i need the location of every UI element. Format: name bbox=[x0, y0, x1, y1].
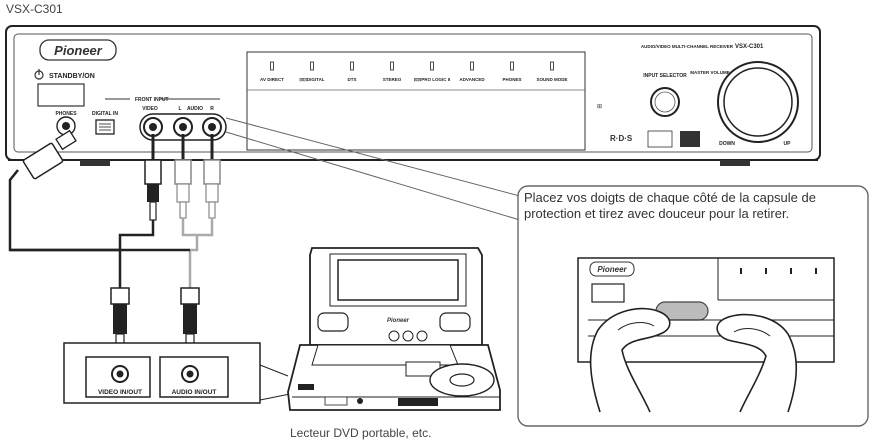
mode-button-indicator[interactable] bbox=[430, 61, 434, 71]
mode-button-label: AV DIRECT bbox=[260, 77, 284, 82]
audio-mini-plug bbox=[180, 287, 200, 356]
inset-brand: Pioneer bbox=[597, 265, 627, 274]
front-input-label: FRONT INPUT bbox=[135, 97, 169, 103]
mode-button-label: SOUND MODE bbox=[536, 77, 567, 82]
cables bbox=[8, 129, 221, 356]
mode-button-indicator[interactable] bbox=[550, 61, 554, 71]
model-label: VSX-C301 bbox=[6, 2, 63, 16]
volume-down-label: DOWN bbox=[719, 141, 735, 147]
dts-logo bbox=[680, 131, 700, 147]
master-volume-knob[interactable] bbox=[717, 61, 799, 143]
mode-button-indicator[interactable] bbox=[310, 61, 314, 71]
front-video-jack[interactable] bbox=[143, 117, 163, 137]
video-in-out-jack[interactable] bbox=[111, 365, 129, 383]
mode-button-indicator[interactable] bbox=[390, 61, 394, 71]
phones-jack[interactable] bbox=[56, 116, 76, 136]
audio-rca-plugs bbox=[174, 134, 221, 219]
digital-in-label: DIGITAL IN bbox=[92, 111, 118, 117]
rds-logo: R·D·S bbox=[610, 134, 633, 143]
video-in-out-label: VIDEO IN/OUT bbox=[98, 389, 142, 396]
pioneer-logo: Pioneer bbox=[39, 39, 117, 61]
display-panel bbox=[246, 51, 586, 151]
audio-r-label: R bbox=[210, 106, 214, 112]
mode-button-label: PHONES bbox=[502, 77, 521, 82]
standby-label: STANDBY/ON bbox=[49, 73, 95, 80]
left-hand bbox=[589, 307, 671, 413]
mode-buttons: AV DIRECT ⊡⊡DIGITAL DTS STEREO ⊡⊡PRO LOGIC I… bbox=[260, 61, 568, 82]
mode-button-label: ADVANCED bbox=[459, 77, 485, 82]
phones-label: PHONES bbox=[55, 111, 77, 117]
dvd-screen bbox=[337, 259, 459, 301]
model-title: AUDIO/VIDEO MULTI-CHANNEL RECEIVER bbox=[641, 44, 734, 49]
standby-button[interactable] bbox=[37, 83, 85, 107]
right-hand bbox=[716, 313, 798, 413]
master-volume-label: MASTER VOLUME bbox=[690, 70, 730, 75]
mode-button-indicator[interactable] bbox=[510, 61, 514, 71]
dolby-logo bbox=[647, 130, 673, 148]
callout-instruction: Placez vos doigts de chaque côté de la c… bbox=[524, 190, 816, 221]
audio-in-out-jack[interactable] bbox=[181, 365, 199, 383]
mode-button-label: STEREO bbox=[383, 77, 402, 82]
dvd-port-panel: VIDEO IN/OUT AUDIO IN/OUT bbox=[63, 342, 291, 404]
power-icon bbox=[34, 69, 44, 80]
diagram-caption: Lecteur DVD portable, etc. bbox=[290, 426, 432, 440]
front-audio-r-jack[interactable] bbox=[202, 117, 222, 137]
callout-box: Pioneer bbox=[517, 185, 869, 427]
front-audio-l-jack[interactable] bbox=[173, 117, 193, 137]
audio-in-out-label: AUDIO IN/OUT bbox=[172, 389, 217, 396]
svg-text:Pioneer: Pioneer bbox=[54, 43, 103, 58]
model-number: VSX-C301 bbox=[735, 44, 764, 50]
small-indicator: ⊞ bbox=[597, 104, 602, 110]
mode-button-label: DTS bbox=[348, 77, 357, 82]
mode-button-indicator[interactable] bbox=[270, 61, 274, 71]
input-selector-label: INPUT SELECTOR bbox=[643, 73, 687, 79]
mode-button-label: ⊡⊡DIGITAL bbox=[299, 77, 324, 82]
portable-dvd-player: Pioneer bbox=[287, 247, 501, 411]
video-label: VIDEO bbox=[142, 106, 158, 112]
video-mini-plug bbox=[110, 287, 130, 356]
receiver: Pioneer STANDBY/ON PHONES FRONT INPUT VI… bbox=[5, 25, 821, 166]
volume-up-label: UP bbox=[784, 141, 792, 147]
video-rca-plug bbox=[144, 134, 162, 221]
mode-button-indicator[interactable] bbox=[470, 61, 474, 71]
audio-label: AUDIO bbox=[187, 106, 203, 112]
input-selector-knob[interactable] bbox=[650, 87, 680, 117]
mode-button-label: ⊡⊡PRO LOGIC II bbox=[414, 77, 451, 82]
mode-button-indicator[interactable] bbox=[350, 61, 354, 71]
audio-l-label: L bbox=[178, 106, 181, 112]
dvd-brand: Pioneer bbox=[387, 318, 410, 324]
